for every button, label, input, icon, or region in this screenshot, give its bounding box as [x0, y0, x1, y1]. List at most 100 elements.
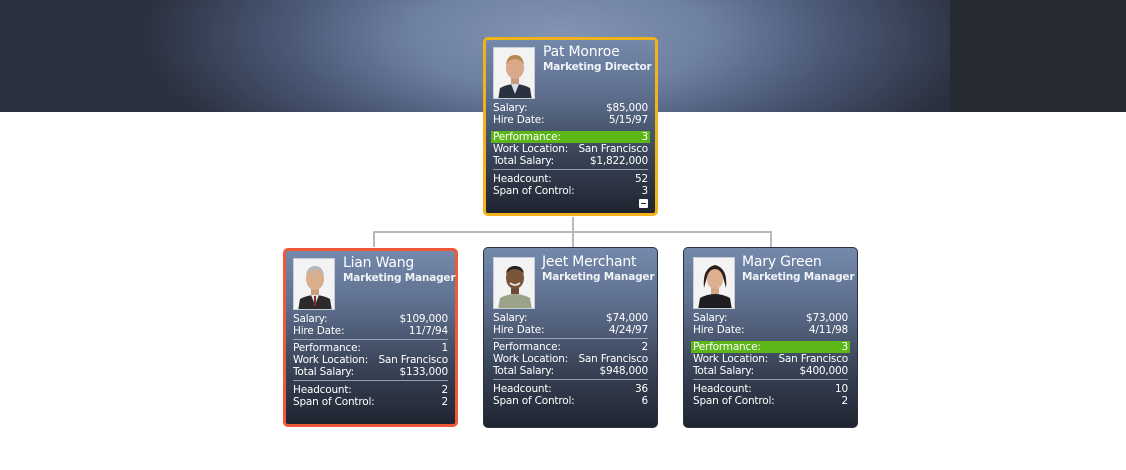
performance-label: Performance:: [693, 341, 761, 353]
span-of-control-value: 2: [841, 395, 849, 407]
divider: [693, 379, 848, 380]
avatar: [493, 257, 535, 309]
headcount-label: Headcount:: [693, 383, 752, 395]
org-card-jeet-merchant[interactable]: Jeet Merchant Marketing Manager Salary: …: [483, 247, 658, 428]
span-of-control-value: 2: [441, 396, 449, 408]
span-of-control-value: 6: [641, 395, 649, 407]
avatar: [293, 258, 335, 310]
work-location-value: San Francisco: [578, 353, 648, 365]
performance-value: 3: [841, 341, 849, 353]
span-of-control-label: Span of Control:: [493, 185, 575, 197]
performance-value: 2: [641, 341, 649, 353]
salary-label: Salary:: [493, 102, 528, 114]
span-of-control-row: Span of Control: 2: [693, 395, 848, 407]
total-salary-row: Total Salary: $1,822,000: [493, 155, 648, 167]
hire-date-row: Hire Date: 11/7/94: [293, 325, 448, 337]
performance-label: Performance:: [493, 341, 561, 353]
salary-label: Salary:: [493, 312, 528, 324]
total-salary-label: Total Salary:: [693, 365, 755, 377]
work-location-value: San Francisco: [778, 353, 848, 365]
work-location-label: Work Location:: [693, 353, 769, 365]
hire-date-row: Hire Date: 4/11/98: [693, 324, 848, 336]
hire-date-row: Hire Date: 5/15/97: [493, 114, 648, 126]
employee-name: Pat Monroe: [543, 44, 620, 60]
span-of-control-label: Span of Control:: [693, 395, 775, 407]
total-salary-row: Total Salary: $133,000: [293, 366, 448, 378]
salary-value: $85,000: [605, 102, 648, 114]
hire-date-value: 4/24/97: [608, 324, 648, 336]
hire-date-label: Hire Date:: [493, 324, 545, 336]
headcount-row: Headcount: 52: [493, 173, 648, 185]
total-salary-label: Total Salary:: [493, 155, 555, 167]
performance-row: Performance: 3: [691, 341, 850, 353]
headcount-row: Headcount: 2: [293, 384, 448, 396]
headcount-label: Headcount:: [493, 383, 552, 395]
headcount-value: 52: [635, 173, 648, 185]
employee-title: Marketing Director: [543, 61, 652, 73]
headcount-label: Headcount:: [493, 173, 552, 185]
employee-name: Lian Wang: [343, 255, 415, 271]
org-card-mary-green[interactable]: Mary Green Marketing Manager Salary: $73…: [683, 247, 858, 428]
performance-label: Performance:: [293, 342, 361, 354]
salary-row: Salary: $109,000: [293, 313, 448, 325]
connector-child3: [770, 231, 772, 247]
total-salary-value: $400,000: [799, 365, 848, 377]
total-salary-value: $133,000: [399, 366, 448, 378]
span-of-control-value: 3: [641, 185, 649, 197]
divider: [493, 338, 648, 339]
total-salary-label: Total Salary:: [493, 365, 555, 377]
performance-value: 3: [641, 131, 649, 143]
org-card-pat-monroe[interactable]: Pat Monroe Marketing Director Salary: $8…: [483, 37, 658, 216]
work-location-label: Work Location:: [493, 353, 569, 365]
salary-value: $73,000: [805, 312, 848, 324]
employee-title: Marketing Manager: [542, 271, 655, 283]
hire-date-label: Hire Date:: [693, 324, 745, 336]
headcount-value: 36: [635, 383, 648, 395]
employee-title: Marketing Manager: [742, 271, 855, 283]
span-of-control-row: Span of Control: 3: [493, 185, 648, 197]
performance-row: Performance: 2: [493, 341, 648, 353]
total-salary-row: Total Salary: $400,000: [693, 365, 848, 377]
performance-row: Performance: 3: [491, 131, 650, 143]
salary-label: Salary:: [693, 312, 728, 324]
org-card-lian-wang[interactable]: Lian Wang Marketing Manager Salary: $109…: [283, 248, 458, 427]
divider: [493, 379, 648, 380]
connector-child2: [572, 231, 574, 247]
salary-row: Salary: $74,000: [493, 312, 648, 324]
performance-row: Performance: 1: [293, 342, 448, 354]
salary-value: $74,000: [605, 312, 648, 324]
divider: [293, 339, 448, 340]
avatar: [693, 257, 735, 309]
total-salary-row: Total Salary: $948,000: [493, 365, 648, 377]
headcount-value: 10: [835, 383, 848, 395]
connector-child1: [373, 231, 375, 247]
hire-date-value: 11/7/94: [408, 325, 448, 337]
total-salary-value: $1,822,000: [589, 155, 648, 167]
hire-date-label: Hire Date:: [293, 325, 345, 337]
total-salary-value: $948,000: [599, 365, 648, 377]
salary-label: Salary:: [293, 313, 328, 325]
employee-title: Marketing Manager: [343, 272, 456, 284]
work-location-row: Work Location: San Francisco: [493, 143, 648, 155]
connector-root-stem: [572, 217, 574, 232]
avatar: [493, 47, 535, 99]
hire-date-value: 5/15/97: [608, 114, 648, 126]
collapse-minus-icon[interactable]: [639, 199, 648, 208]
performance-label: Performance:: [493, 131, 561, 143]
work-location-label: Work Location:: [493, 143, 569, 155]
hire-date-label: Hire Date:: [493, 114, 545, 126]
salary-row: Salary: $85,000: [493, 102, 648, 114]
span-of-control-row: Span of Control: 2: [293, 396, 448, 408]
headcount-label: Headcount:: [293, 384, 352, 396]
span-of-control-label: Span of Control:: [293, 396, 375, 408]
headcount-row: Headcount: 10: [693, 383, 848, 395]
work-location-row: Work Location: San Francisco: [693, 353, 848, 365]
employee-name: Jeet Merchant: [542, 254, 637, 270]
hire-date-row: Hire Date: 4/24/97: [493, 324, 648, 336]
headcount-row: Headcount: 36: [493, 383, 648, 395]
header-banner-right-panel: [950, 0, 1126, 112]
salary-value: $109,000: [399, 313, 448, 325]
divider: [293, 380, 448, 381]
work-location-value: San Francisco: [378, 354, 448, 366]
work-location-row: Work Location: San Francisco: [293, 354, 448, 366]
